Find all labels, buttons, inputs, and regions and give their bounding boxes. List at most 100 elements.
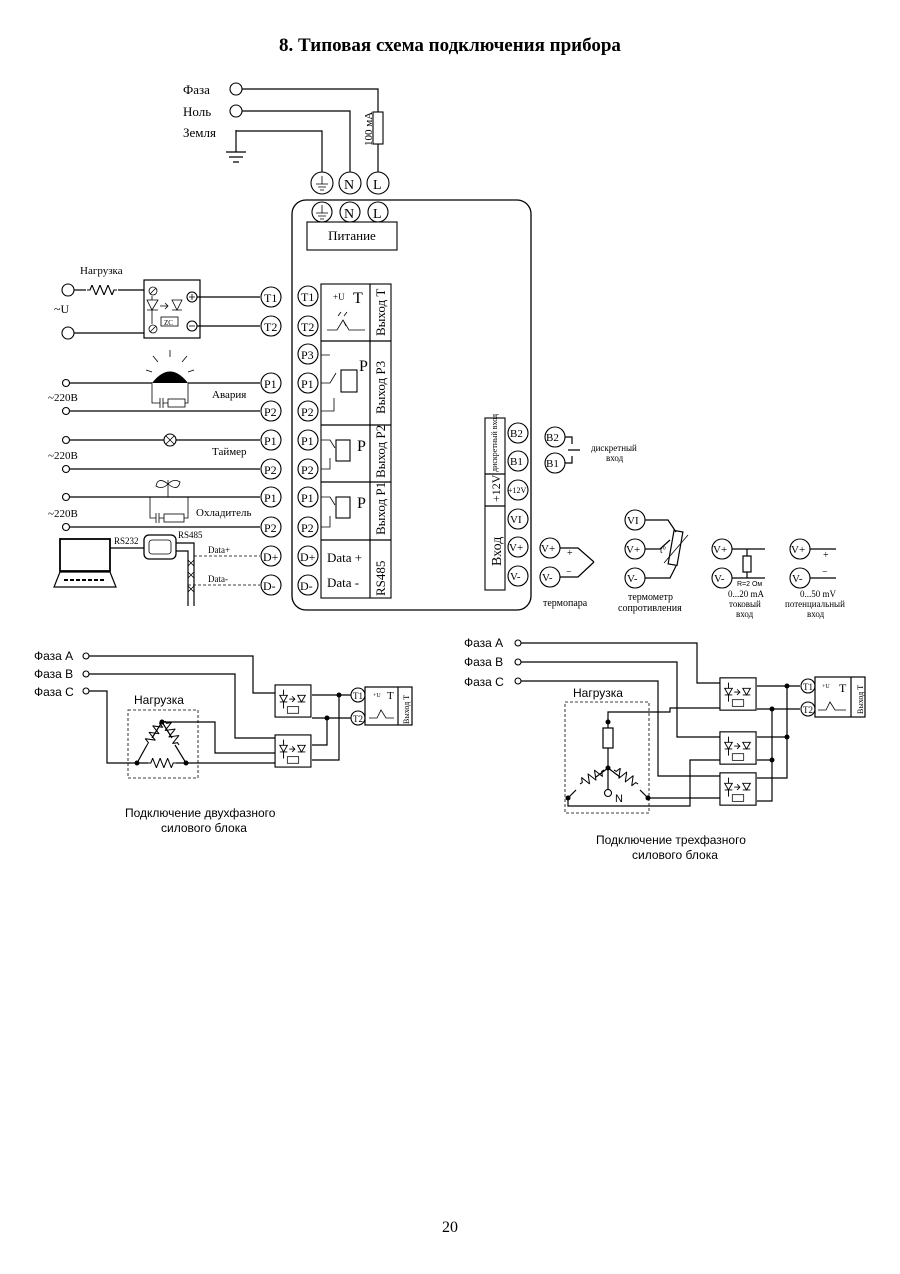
cooler-circuit: ~220В Охладитель P1 P2 — [48, 480, 282, 538]
svg-text:P: P — [359, 358, 368, 375]
svg-text:t°: t° — [660, 545, 667, 555]
svg-text:+: + — [567, 548, 573, 559]
svg-text:+: + — [823, 550, 829, 561]
svg-text:дискретный: дискретный — [591, 443, 637, 453]
svg-text:RS232: RS232 — [114, 536, 139, 546]
svg-text:T2: T2 — [803, 705, 813, 715]
phase-label: Фаза — [183, 82, 210, 97]
svg-text:V+: V+ — [713, 544, 727, 556]
svg-text:P2: P2 — [301, 463, 314, 477]
svg-text:V+: V+ — [509, 542, 523, 554]
voltage-input-option: V+ V- + − 0...50 mV потенциальный вход — [785, 538, 845, 619]
svg-text:0...50 mV: 0...50 mV — [800, 589, 837, 599]
neutral-terminal — [229, 104, 243, 118]
svg-text:P2: P2 — [264, 463, 277, 477]
svg-text:B2: B2 — [546, 432, 559, 444]
svg-text:Подключение трехфазного: Подключение трехфазного — [596, 833, 746, 847]
svg-text:T2: T2 — [301, 320, 314, 334]
svg-text:P1: P1 — [301, 377, 314, 391]
svg-text:D+: D+ — [263, 550, 279, 564]
ssr-output-circuit: Нагрузка ~U ZC T1 T2 — [54, 265, 282, 340]
svg-text:T: T — [839, 681, 847, 695]
discrete-in-vertical: дискретный вход — [490, 414, 499, 472]
ssr-module-1 — [274, 684, 312, 718]
rs485-link: RS232 RS485 Data+ Data- D+ D- — [53, 530, 282, 606]
svg-text:~220В: ~220В — [48, 508, 78, 520]
svg-text:Data-: Data- — [208, 574, 228, 584]
alarm-label: Авария — [212, 389, 246, 401]
ssr-module-b — [719, 731, 757, 765]
svg-text:вход: вход — [606, 453, 624, 463]
laptop — [59, 538, 111, 572]
svg-text:B1: B1 — [546, 458, 559, 470]
input-vertical: Вход — [490, 537, 505, 566]
ssr-module-c — [719, 772, 757, 806]
svg-text:VI: VI — [627, 515, 639, 527]
svg-text:~220В: ~220В — [48, 392, 78, 404]
out-p3-label: Выход P3 — [373, 361, 388, 414]
svg-text:силового блока: силового блока — [161, 821, 247, 835]
out-p2-label: Выход P2 — [373, 425, 388, 478]
svg-text:D-: D- — [263, 579, 276, 593]
svg-text:сопротивления: сопротивления — [618, 603, 682, 614]
power-block-label: Питание — [328, 228, 376, 243]
svg-text:P2: P2 — [301, 521, 314, 535]
svg-text:токовый: токовый — [729, 599, 761, 609]
svg-text:P: P — [357, 438, 366, 455]
svg-text:+U: +U — [373, 693, 381, 699]
svg-text:N: N — [344, 178, 354, 193]
svg-text:Data+: Data+ — [208, 545, 230, 555]
svg-text:V+: V+ — [791, 544, 805, 556]
svg-text:V-: V- — [792, 573, 803, 585]
svg-text:Подключение двухфазного: Подключение двухфазного — [125, 806, 276, 820]
neutral-label: Ноль — [183, 104, 211, 119]
converter — [143, 534, 177, 560]
svg-text:P1: P1 — [301, 434, 314, 448]
plus-u-label: +U — [333, 292, 345, 302]
svg-text:P1: P1 — [264, 377, 277, 391]
svg-text:V-: V- — [542, 572, 553, 584]
svg-text:−: − — [822, 567, 828, 578]
svg-text:V-: V- — [627, 573, 638, 585]
svg-text:Фаза A: Фаза A — [34, 649, 73, 663]
data-minus-label: Data - — [327, 575, 359, 590]
fuse-label: 100 мА — [363, 112, 375, 146]
svg-text:P1: P1 — [264, 434, 277, 448]
svg-text:T: T — [387, 690, 394, 702]
timer-label: Таймер — [212, 446, 247, 458]
svg-text:Нагрузка: Нагрузка — [573, 686, 623, 700]
page-number: 20 — [442, 1219, 458, 1236]
out-p1-label: Выход P1 — [373, 482, 388, 535]
svg-text:T1: T1 — [353, 691, 363, 701]
svg-text:0...20 mA: 0...20 mA — [728, 589, 765, 599]
svg-text:потенциальный: потенциальный — [785, 599, 845, 609]
svg-text:ZC: ZC — [164, 319, 173, 327]
timer-circuit: ~220В Таймер P1 P2 — [48, 429, 282, 480]
p12v-vertical: +12V — [489, 474, 503, 502]
current-input-option: V+ V- R=2 Ом 0...20 mA токовый вход — [711, 538, 765, 619]
svg-text:B2: B2 — [510, 428, 523, 440]
svg-text:силового блока: силового блока — [632, 848, 718, 862]
svg-text:B1: B1 — [510, 456, 523, 468]
out-t-label: Выход T — [373, 289, 388, 336]
svg-text:Фаза C: Фаза C — [464, 675, 504, 689]
svg-text:T2: T2 — [353, 714, 363, 724]
out-t-letter: T — [353, 290, 363, 307]
svg-text:T1: T1 — [803, 682, 813, 692]
svg-text:P3: P3 — [301, 348, 314, 362]
svg-text:R=2 Ом: R=2 Ом — [737, 581, 762, 588]
svg-text:Нагрузка: Нагрузка — [134, 693, 184, 707]
svg-text:L: L — [373, 178, 382, 193]
svg-text:Фаза C: Фаза C — [34, 685, 74, 699]
svg-text:P2: P2 — [301, 405, 314, 419]
rs485-label: RS485 — [373, 561, 388, 596]
svg-text:Фаза B: Фаза B — [464, 655, 503, 669]
svg-text:D+: D+ — [300, 550, 316, 564]
power-block — [306, 221, 398, 251]
svg-text:вход: вход — [807, 609, 825, 619]
three-phase-diagram: Фаза A Фаза B Фаза C Нагрузка N T1 T2 — [464, 636, 866, 862]
device-left-terminals: T1 T2 P3 P1 P2 P1 P2 P1 P2 D+ D- — [297, 285, 319, 596]
svg-text:T1: T1 — [301, 290, 314, 304]
svg-text:вход: вход — [736, 609, 754, 619]
